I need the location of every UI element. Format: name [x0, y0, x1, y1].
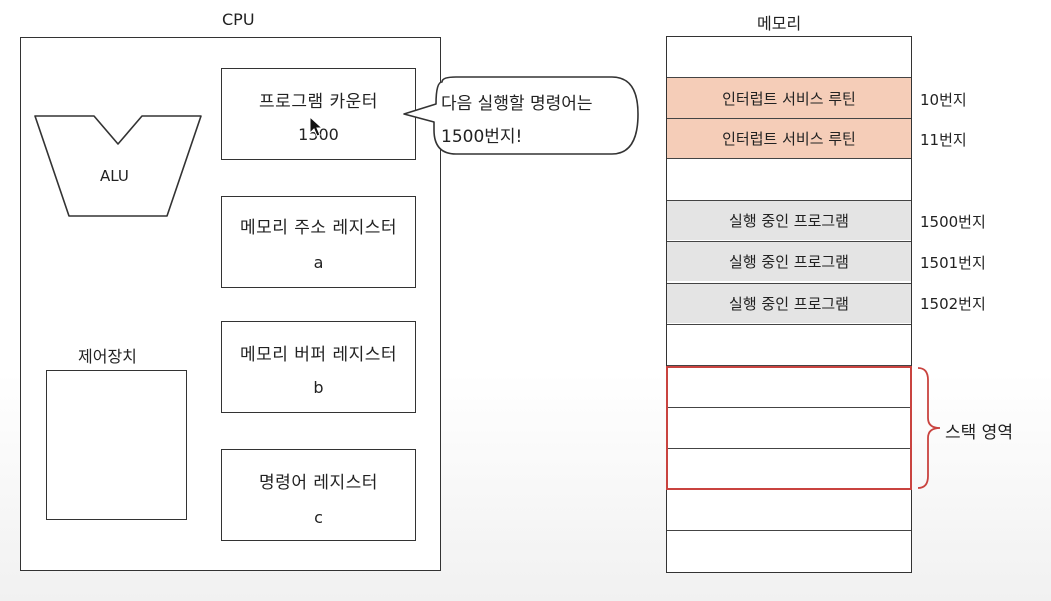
speech-bubble-line2: 1500번지! — [441, 127, 523, 147]
speech-bubble-shape — [403, 76, 639, 155]
program-counter-register: 프로그램 카운터 1500 — [221, 68, 416, 160]
memory-divider — [667, 365, 911, 366]
memory-address: 1501번지 — [920, 254, 986, 272]
memory-row-isr: 인터럽트 서비스 루틴 — [667, 78, 911, 118]
alu-shape — [34, 115, 202, 217]
register-value: b — [313, 378, 324, 397]
memory-divider — [667, 158, 911, 159]
memory-row-program: 실행 중인 프로그램 — [667, 241, 911, 281]
control-unit-label: 제어장치 — [78, 347, 137, 366]
memory-row-text: 인터럽트 서비스 루틴 — [722, 129, 856, 148]
alu-label: ALU — [100, 167, 129, 185]
memory-divider — [667, 407, 911, 408]
memory-address-register: 메모리 주소 레지스터 a — [221, 196, 416, 288]
memory-divider — [667, 324, 911, 325]
memory-row-text: 실행 중인 프로그램 — [729, 252, 849, 271]
register-name: 명령어 레지스터 — [259, 473, 378, 493]
cpu-title: CPU — [222, 10, 255, 29]
memory-buffer-register: 메모리 버퍼 레지스터 b — [221, 321, 416, 413]
memory-divider — [667, 200, 911, 201]
memory-address: 1500번지 — [920, 213, 986, 231]
mouse-cursor-icon — [309, 116, 324, 137]
stack-region-outline — [666, 366, 912, 490]
memory-row-program: 실행 중인 프로그램 — [667, 283, 911, 323]
instruction-register: 명령어 레지스터 c — [221, 449, 416, 541]
memory-divider — [667, 77, 911, 78]
memory-address: 1502번지 — [920, 295, 986, 313]
register-value: a — [313, 253, 324, 272]
stack-bracket — [917, 367, 941, 489]
register-name: 메모리 버퍼 레지스터 — [239, 345, 398, 365]
memory-divider — [667, 241, 911, 242]
memory-divider — [667, 448, 911, 449]
memory-address: 10번지 — [920, 91, 967, 109]
memory-row-program: 실행 중인 프로그램 — [667, 200, 911, 240]
memory-address: 11번지 — [920, 131, 967, 149]
memory-row-text: 인터럽트 서비스 루틴 — [722, 89, 856, 108]
memory-divider — [667, 530, 911, 531]
register-name: 프로그램 카운터 — [259, 92, 378, 112]
memory-title: 메모리 — [757, 14, 802, 33]
memory-row-isr: 인터럽트 서비스 루틴 — [667, 118, 911, 158]
register-value: c — [314, 508, 323, 527]
register-name: 메모리 주소 레지스터 — [239, 218, 398, 238]
memory-divider — [667, 118, 911, 119]
speech-bubble-line1: 다음 실행할 명령어는 — [441, 94, 593, 114]
control-unit-box — [46, 370, 187, 520]
memory-row-text: 실행 중인 프로그램 — [729, 294, 849, 313]
memory-row-text: 실행 중인 프로그램 — [729, 211, 849, 230]
memory-divider — [667, 283, 911, 284]
stack-region-label: 스택 영역 — [945, 423, 1013, 443]
